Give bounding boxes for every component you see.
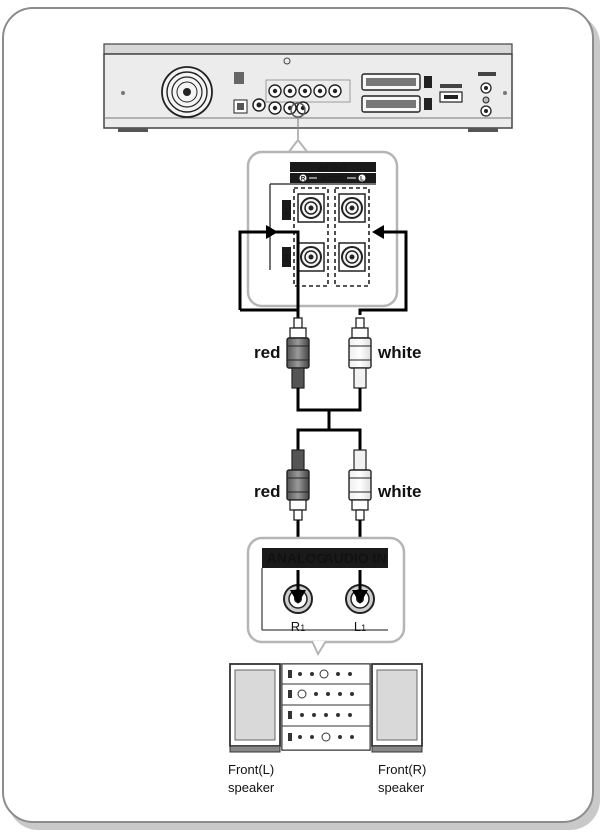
jack-l-label: L1	[354, 619, 366, 634]
row-number-1: 1	[284, 207, 289, 216]
down-arrow-icon	[352, 590, 368, 604]
right-arrow-icon	[372, 225, 384, 239]
left-speaker-label-line1: Front(L)	[228, 762, 274, 777]
audio-line-word: AUDIO	[320, 174, 344, 183]
down-arrow-icon	[290, 590, 306, 604]
lower-white-plug	[348, 449, 372, 590]
right-speaker-label-line2: speaker	[378, 780, 425, 795]
left-arrow-icon	[266, 225, 278, 239]
left-speaker-label-line2: speaker	[228, 780, 275, 795]
cable-junction	[296, 400, 362, 450]
av-out-jack-r2	[297, 242, 325, 272]
audio-in-label: AUDIO IN	[324, 550, 387, 566]
av-out-title: AV OUT	[318, 164, 347, 173]
jack-r-label: R1	[291, 619, 305, 634]
rca-row-bottom	[268, 101, 310, 115]
left-speaker	[229, 663, 281, 753]
right-speaker	[371, 663, 423, 753]
av-out-jack-l2	[338, 242, 366, 272]
av-out-jack-r1	[297, 193, 325, 223]
upper-red-plug	[286, 317, 310, 400]
av-out-jack-l1	[338, 193, 366, 223]
audio-in-callout: ANALOG AUDIO IN R1 L1	[246, 536, 406, 657]
analog-label: ANALOG	[267, 550, 328, 566]
fan-icon	[161, 66, 213, 118]
upper-white-plug	[348, 317, 372, 400]
row-number-2: 2	[284, 254, 289, 263]
right-speaker-label-line1: Front(R)	[378, 762, 426, 777]
audio-line-r: R	[301, 177, 306, 183]
upper-white-label: white	[377, 343, 421, 362]
outer-frame	[2, 7, 600, 830]
lower-red-label: red	[254, 482, 280, 501]
av-out-callout: AV OUT R AUDIO L 1 2	[246, 138, 399, 308]
rca-row-top	[268, 84, 342, 98]
upper-red-label: red	[254, 343, 280, 362]
recorder-back-panel	[103, 43, 513, 150]
scart-connectors	[361, 73, 432, 113]
amplifier-stack	[281, 663, 371, 751]
upper-cable-leads	[238, 225, 408, 318]
audio-line-l: L	[360, 177, 364, 183]
lower-white-label: white	[377, 482, 421, 501]
